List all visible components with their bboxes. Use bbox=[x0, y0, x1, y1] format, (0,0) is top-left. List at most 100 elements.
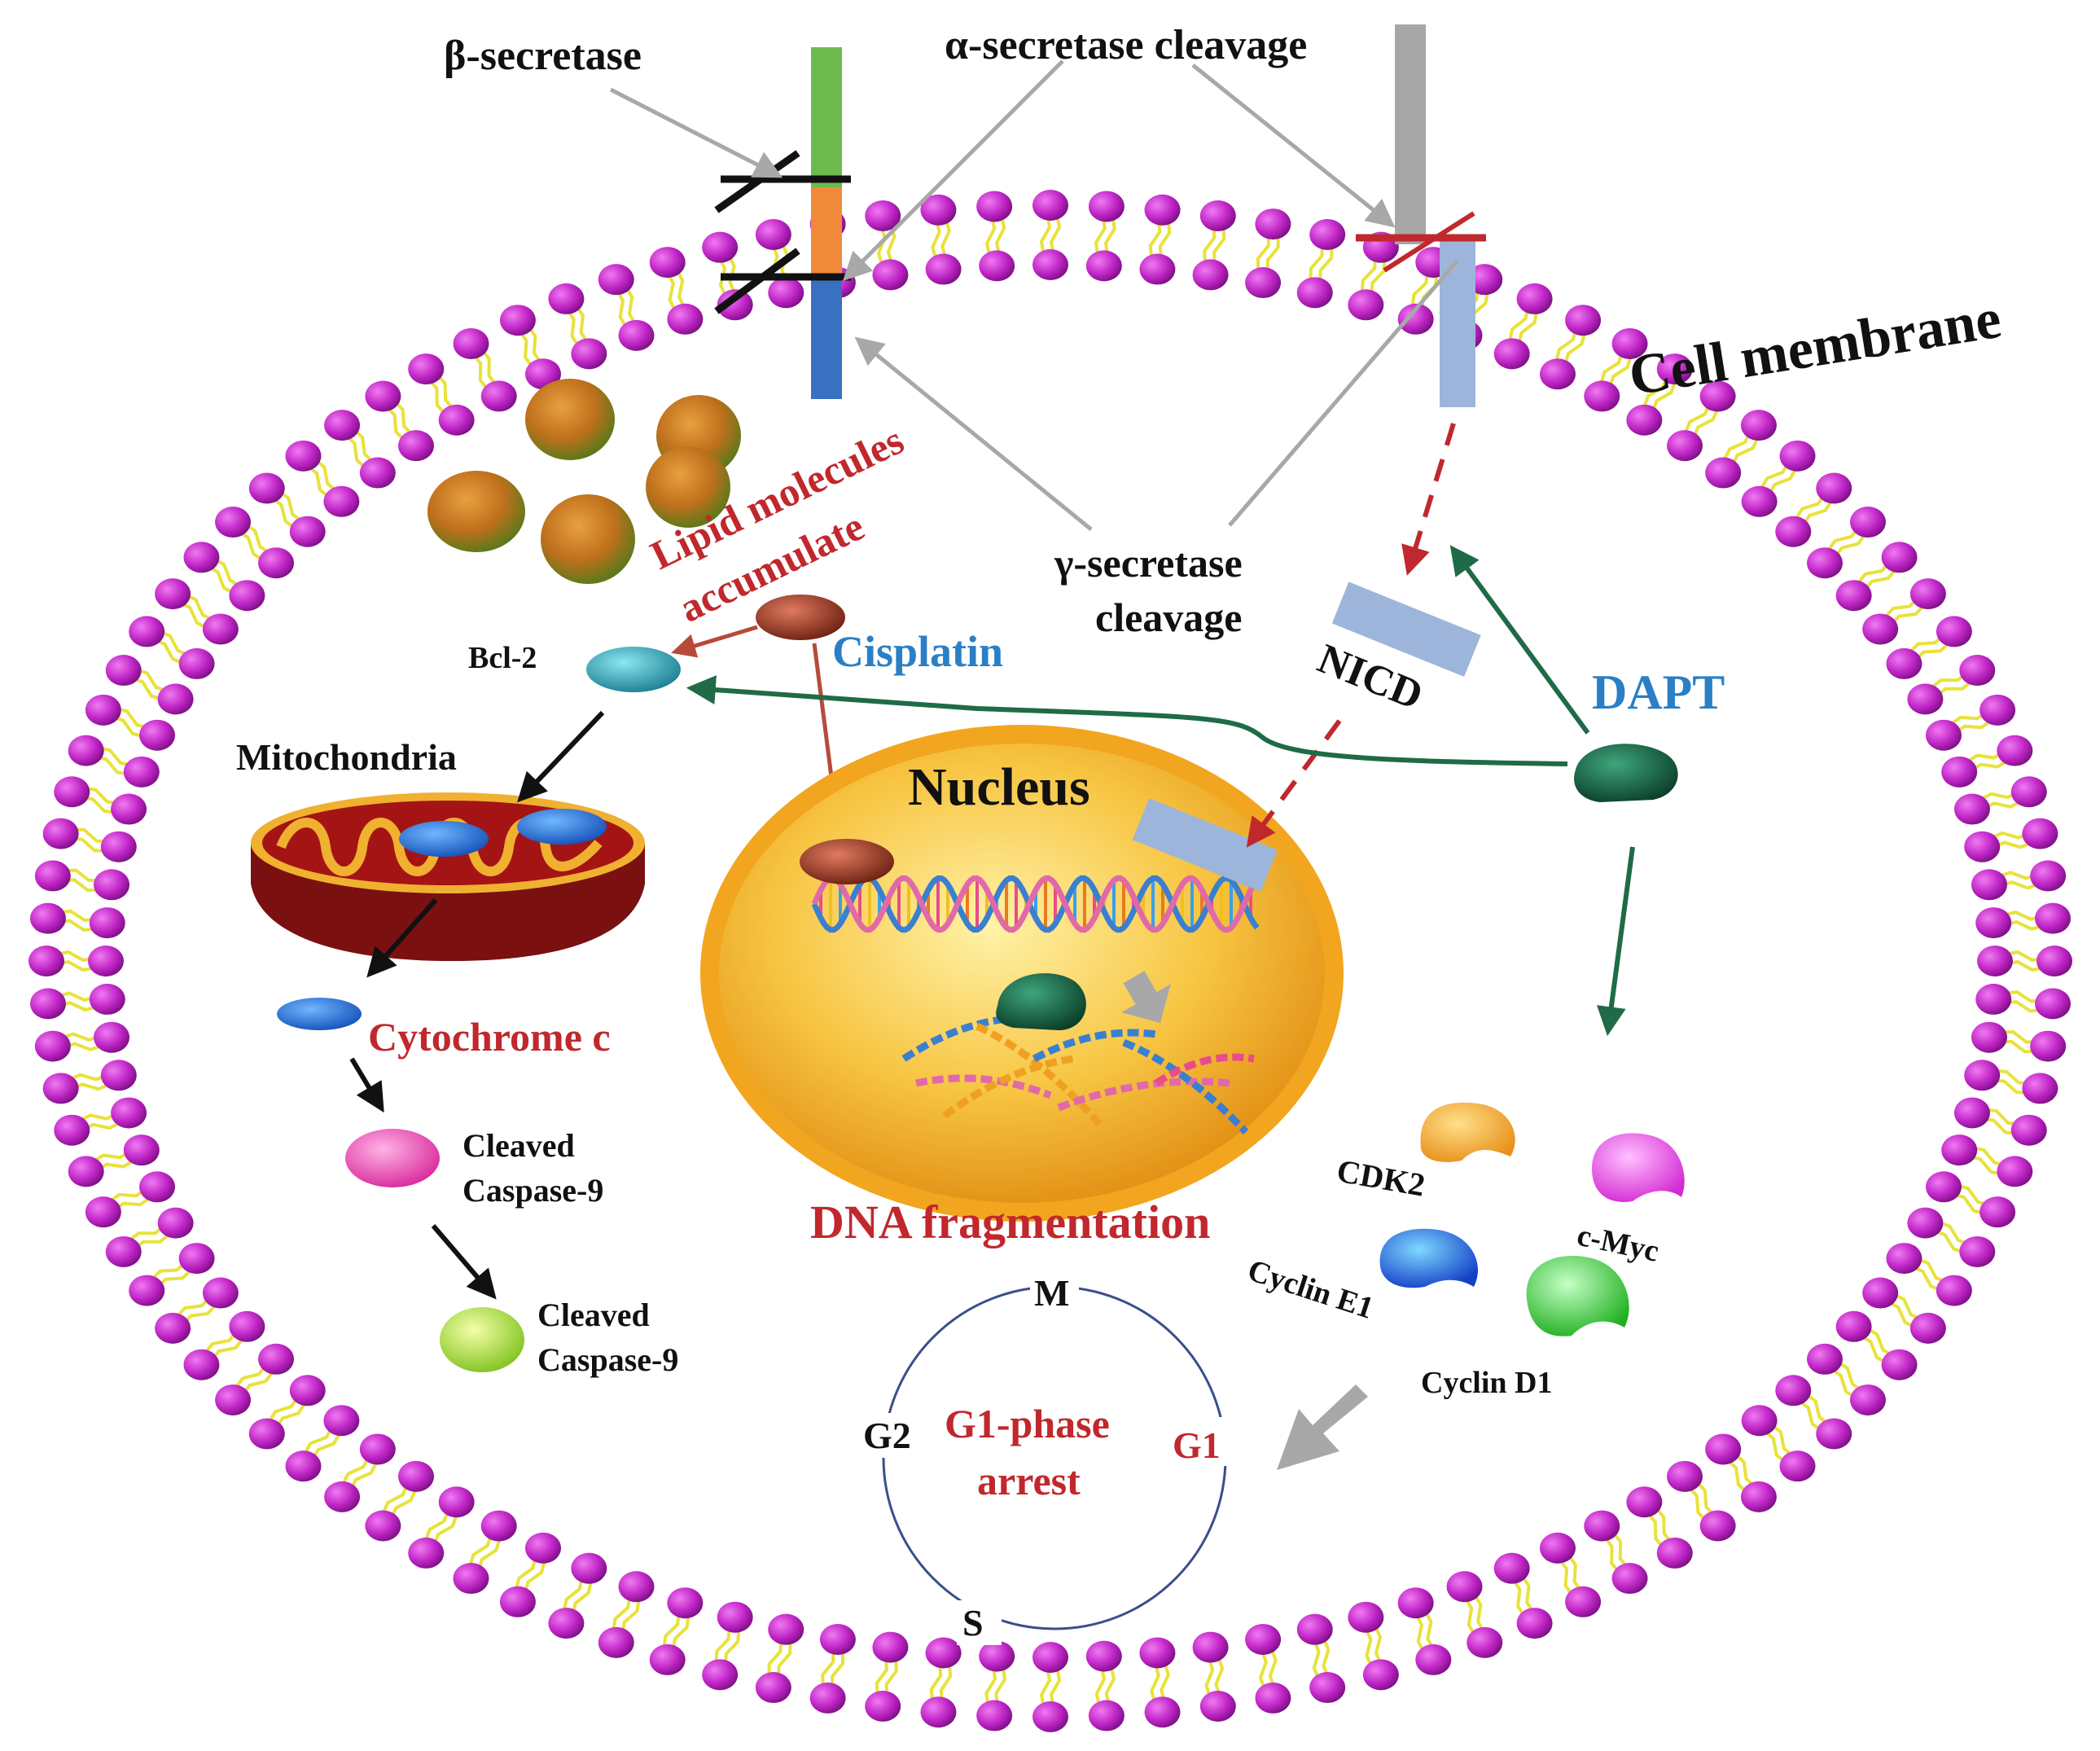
lipid-head bbox=[123, 756, 160, 788]
lipid-head bbox=[925, 1637, 962, 1669]
arrow-dapt-to-cell-cycle bbox=[1596, 846, 1635, 1037]
lipid-head bbox=[1835, 1310, 1872, 1342]
lipid-head bbox=[480, 1510, 517, 1542]
lipid-head bbox=[1964, 831, 2001, 862]
notch-receptor-right bbox=[1356, 24, 1486, 407]
lipid-head bbox=[2030, 1030, 2067, 1062]
lipid-head bbox=[920, 194, 957, 226]
lipid-droplet bbox=[541, 494, 635, 584]
label-phase-s: S bbox=[962, 1602, 984, 1643]
dapt-arrows bbox=[686, 545, 1635, 1037]
receptor-segment-lightblue bbox=[1440, 236, 1475, 407]
label-cdk2: CDK2 bbox=[1334, 1152, 1427, 1204]
lipid-head bbox=[408, 1537, 445, 1569]
lipid-head bbox=[1493, 338, 1530, 370]
lipid-head bbox=[1835, 580, 1872, 612]
dapt-molecule bbox=[1574, 744, 1678, 802]
c-myc-protein bbox=[1592, 1133, 1685, 1202]
label-nucleus: Nucleus bbox=[908, 757, 1090, 817]
lipid-head bbox=[1997, 735, 2033, 766]
dapt-in-nucleus bbox=[996, 973, 1086, 1030]
lipid-head bbox=[2036, 946, 2072, 976]
label-phase-m: M bbox=[1034, 1272, 1069, 1314]
lipid-head bbox=[480, 380, 517, 412]
lipid-head bbox=[324, 410, 361, 441]
lipid-head bbox=[1909, 578, 1946, 610]
lipid-head bbox=[68, 1156, 104, 1187]
lipid-head bbox=[976, 1700, 1013, 1731]
lipid-head bbox=[499, 305, 536, 336]
lipid-head bbox=[453, 327, 489, 359]
lipid-head bbox=[438, 404, 475, 436]
lipid-head bbox=[976, 191, 1013, 222]
receptor-segment-orange bbox=[811, 187, 842, 283]
lipid-head bbox=[1348, 289, 1384, 321]
lipid-head bbox=[1959, 1235, 1996, 1267]
dna-strand bbox=[811, 875, 1260, 933]
lipid-head bbox=[34, 860, 71, 892]
cytochrome-c-protein bbox=[277, 998, 362, 1030]
lipid-head bbox=[1941, 756, 1978, 788]
lipid-head bbox=[1667, 1460, 1703, 1492]
arrow-alpha-to-left bbox=[843, 59, 1064, 281]
label-bg bbox=[1030, 1270, 1079, 1315]
label-arrest-line1: G1-phase bbox=[945, 1401, 1110, 1446]
cisplatin-in-nucleus bbox=[800, 839, 894, 884]
lipid-head bbox=[717, 1601, 753, 1633]
lipid-head bbox=[289, 1375, 326, 1407]
lipid-head bbox=[2035, 988, 2072, 1020]
cyclin-d1-protein bbox=[1526, 1256, 1629, 1336]
dna-fragment bbox=[942, 1055, 1076, 1119]
lipid-head bbox=[323, 1405, 360, 1437]
label-gamma-line2: cleavage bbox=[1095, 595, 1242, 640]
lipid-head bbox=[139, 719, 176, 751]
lipid-head bbox=[157, 1207, 194, 1239]
lipid-head bbox=[717, 289, 753, 321]
lipid-head bbox=[229, 580, 265, 612]
lipid-head bbox=[248, 1418, 285, 1450]
lipid-head bbox=[42, 1073, 79, 1104]
lipid-head bbox=[571, 1552, 607, 1584]
lipid-head bbox=[1705, 457, 1742, 489]
receptor-segment-blue bbox=[811, 277, 842, 399]
lipid-head bbox=[872, 259, 909, 291]
lipid-head bbox=[1493, 1552, 1530, 1584]
lipid-head bbox=[702, 231, 739, 263]
lipid-head bbox=[2010, 1114, 2047, 1146]
lipid-head bbox=[979, 1640, 1015, 1672]
lipid-head bbox=[1779, 440, 1816, 472]
lipid-head bbox=[1705, 1433, 1742, 1465]
lipid-head bbox=[1446, 1571, 1483, 1603]
label-phase-g2: G2 bbox=[863, 1415, 911, 1456]
lipid-head bbox=[1953, 1097, 1990, 1129]
lipid-head bbox=[1667, 430, 1703, 462]
lipid-head bbox=[1971, 1021, 2007, 1053]
arrow-beta-secretase bbox=[609, 87, 783, 178]
lipid-droplet bbox=[427, 471, 525, 552]
lipid-head bbox=[248, 472, 285, 504]
arrow-mito-to-cytc bbox=[366, 898, 438, 978]
lipid-head bbox=[1779, 1450, 1816, 1482]
label-cyclin-e1: Cyclin E1 bbox=[1243, 1253, 1378, 1326]
mitochondrion bbox=[251, 792, 645, 961]
lipid-head bbox=[768, 1613, 804, 1645]
lipid-head bbox=[1626, 404, 1663, 436]
lipid-head bbox=[1032, 1642, 1068, 1673]
lipid-head bbox=[54, 776, 90, 808]
label-dapt: DAPT bbox=[1592, 665, 1725, 719]
lipid-head bbox=[1309, 1672, 1346, 1704]
lipid-head bbox=[1740, 410, 1777, 441]
lipid-head bbox=[1816, 472, 1852, 504]
lipid-head bbox=[618, 319, 655, 351]
lipid-head bbox=[1144, 194, 1181, 226]
lipid-head bbox=[1348, 1601, 1384, 1633]
nicd-fragment bbox=[1331, 581, 1481, 677]
lipid-head bbox=[178, 647, 215, 679]
lipid-head bbox=[1849, 1384, 1886, 1415]
bcl2-protein bbox=[586, 647, 681, 692]
lipid-head bbox=[1886, 647, 1922, 679]
label-mitochondria: Mitochondria bbox=[236, 736, 457, 778]
dna-helix bbox=[811, 875, 1260, 933]
lipid-head bbox=[1979, 1196, 2016, 1228]
lipid-head bbox=[571, 338, 607, 370]
